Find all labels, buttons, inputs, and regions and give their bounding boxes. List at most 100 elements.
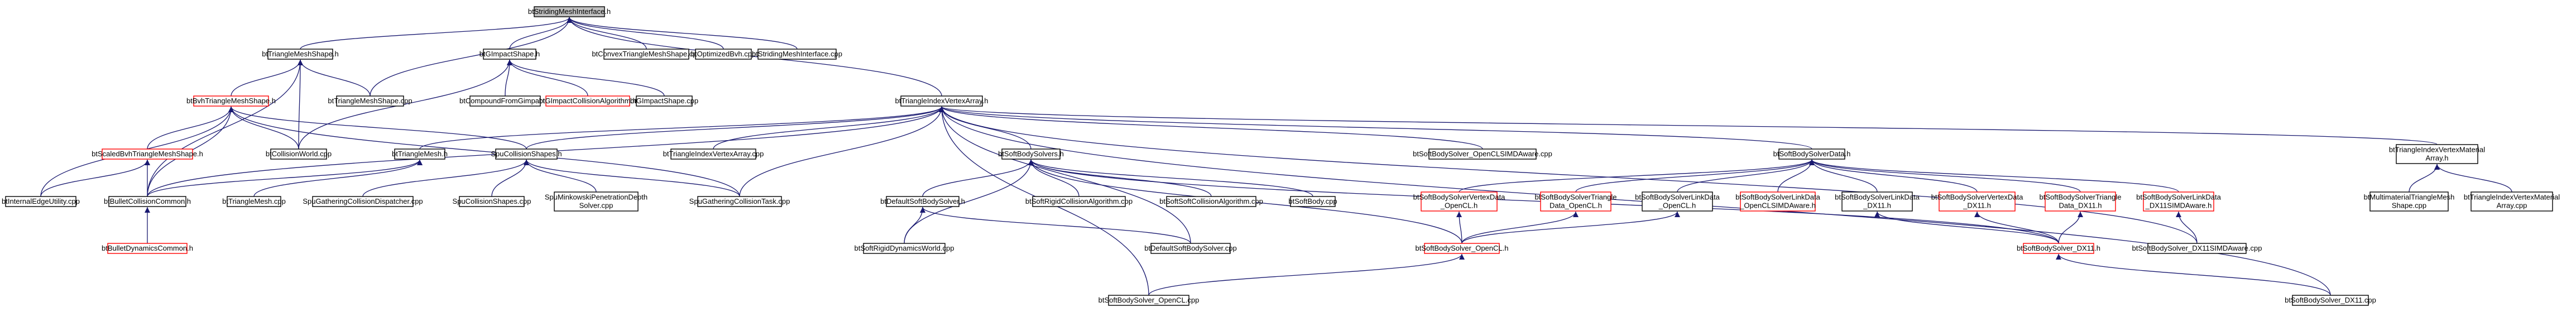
- node-label: SpuGatheringCollisionTask.cpp: [689, 197, 790, 205]
- edge-bt-triangle-mesh-shape-h-to-bt-bvh-triangle-mesh-shape-h: [231, 59, 303, 97]
- node-bt-convex-triangle-mesh-shape-cpp[interactable]: btConvexTriangleMeshShape.cpp: [592, 49, 701, 60]
- node-box: [459, 196, 525, 207]
- node-box: [1778, 148, 1845, 160]
- node-box: [5, 196, 76, 207]
- node-bt-triangle-index-vertex-array-h[interactable]: btTriangleIndexVertexArray.h: [895, 95, 989, 107]
- node-bt-soft-body-solver-open-clsimdaware-cpp[interactable]: btSoftBodySolver_OpenCLSIMDAware.cpp: [1413, 148, 1552, 160]
- node-bt-bullet-dynamics-common-h[interactable]: btBulletDynamicsCommon.h: [102, 243, 193, 254]
- node-box: [670, 148, 756, 160]
- node-box: [108, 196, 186, 207]
- node-bt-soft-body-solver-link-data-open-clsimdaware-h[interactable]: btSoftBodySolverLinkData_OpenCLSIMDAware…: [1735, 191, 1821, 212]
- edge-bt-soft-body-solver-vertex-data-open-cl-h-to-bt-soft-body-solver-open-cl-h: [1456, 211, 1462, 244]
- node-bt-default-soft-body-solver-cpp[interactable]: btDefaultSoftBodySolver.cpp: [1144, 243, 1237, 254]
- node-bt-soft-soft-collision-algorithm-cpp[interactable]: btSoftSoftCollisionAlgorithm.cpp: [1159, 196, 1263, 207]
- edge-bt-soft-body-solver-link-data-dx11-h-to-bt-soft-body-solver-dx11-h: [1874, 211, 2059, 244]
- edge-bt-soft-body-solver-dx11-h-to-bt-soft-body-solver-dx11-cpp: [2056, 253, 2331, 296]
- node-bt-soft-body-solver-dx11-cpp[interactable]: btSoftBodySolver_DX11.cpp: [2285, 295, 2376, 306]
- node-label: Solver.cpp: [579, 202, 613, 210]
- nodes-layer: btStridingMeshInterface.h btTriangleMeshS…: [2, 6, 2560, 306]
- edge-bt-triangle-index-vertex-array-h-to-bt-triangle-index-vertex-array-cpp: [713, 106, 944, 150]
- node-bt-internal-edge-utility-cpp[interactable]: btInternalEdgeUtility.cpp: [2, 196, 80, 207]
- edge-bt-soft-body-solvers-h-to-bt-soft-body-cpp: [1028, 159, 1313, 197]
- node-bt-soft-body-solver-dx11-h[interactable]: btSoftBodySolver_DX11.h: [2017, 243, 2100, 254]
- node-label: btGImpactShape.h: [479, 50, 540, 58]
- node-box: [1841, 191, 1913, 212]
- node-bt-optimized-bvh-cpp[interactable]: btOptimizedBvh.cpp: [691, 49, 756, 60]
- node-bt-compound-from-gimpact-h[interactable]: btCompoundFromGimpact.h: [459, 95, 551, 107]
- node-bt-soft-body-solver-vertex-data-open-cl-h[interactable]: btSoftBodySolverVertexData_OpenCL.h: [1413, 191, 1506, 212]
- node-box: [1150, 243, 1231, 254]
- node-bt-soft-body-solver-vertex-data-dx11-h[interactable]: btSoftBodySolverVertexData_DX11.h: [1931, 191, 2024, 212]
- node-label: SpuCollisionShapes.cpp: [453, 197, 531, 205]
- node-bt-soft-body-solvers-h[interactable]: btSoftBodySolvers.h: [998, 148, 1064, 160]
- node-box: [1428, 148, 1537, 160]
- node-bt-triangle-mesh-shape-h[interactable]: btTriangleMeshShape.h: [262, 49, 339, 60]
- node-spu-collision-shapes-cpp[interactable]: SpuCollisionShapes.cpp: [453, 196, 531, 207]
- node-bt-soft-body-solver-data-h[interactable]: btSoftBodySolverData.h: [1773, 148, 1851, 160]
- node-box: [2396, 144, 2478, 164]
- node-label: btBulletDynamicsCommon.h: [102, 244, 193, 252]
- node-label: btOptimizedBvh.cpp: [691, 50, 756, 58]
- node-bt-soft-body-cpp[interactable]: btSoftBody.cpp: [1288, 196, 1337, 207]
- node-bt-triangle-mesh-shape-cpp[interactable]: btTriangleMeshShape.cpp: [328, 95, 412, 107]
- edge-bt-soft-body-solver-open-cl-h-to-bt-soft-body-solver-open-cl-cpp: [1148, 253, 1465, 296]
- node-bt-triangle-mesh-cpp[interactable]: btTriangleMesh.cpp: [222, 196, 286, 207]
- node-bt-bullet-collision-common-h[interactable]: btBulletCollisionCommon.h: [104, 196, 191, 207]
- edge-bt-triangle-mesh-shape-h-to-bt-triangle-mesh-shape-cpp: [298, 59, 371, 97]
- node-box: [695, 49, 752, 60]
- node-label: btTriangleIndexVertexMaterial: [2464, 193, 2560, 202]
- node-label: btSoftBodySolver_DX11.h: [2017, 244, 2100, 252]
- edge-bt-gimpact-shape-h-to-bt-compound-from-gimpact-h: [505, 59, 512, 97]
- node-bt-gimpact-shape-cpp[interactable]: btGImpactShape.cpp: [630, 95, 698, 107]
- node-bt-soft-body-solver-link-data-dx11-h[interactable]: btSoftBodySolverLinkData_DX11.h: [1835, 191, 1920, 212]
- node-bt-soft-body-solver-open-cl-cpp[interactable]: btSoftBodySolver_OpenCL.cpp: [1098, 295, 1200, 306]
- node-box: [312, 196, 414, 207]
- node-bt-soft-body-solver-link-data-dx11-simdaware-h[interactable]: btSoftBodySolverLinkData_DX11SIMDAware.h: [2136, 191, 2222, 212]
- node-bt-bvh-triangle-mesh-shape-h[interactable]: btBvhTriangleMeshShape.h: [186, 95, 276, 107]
- edge-bt-soft-body-solver-data-h-to-bt-soft-body-solver-vertex-data-dx11-h: [1809, 159, 1978, 193]
- node-bt-striding-mesh-interface-cpp[interactable]: btStridingMeshInterface.cpp: [752, 49, 842, 60]
- edge-bt-default-soft-body-solver-h-to-bt-soft-rigid-dynamics-world-cpp: [904, 207, 925, 244]
- node-box: [2369, 191, 2449, 212]
- node-bt-collision-world-cpp[interactable]: btCollisionWorld.cpp: [266, 148, 332, 160]
- edge-bt-triangle-index-vertex-array-h-to-bt-default-soft-body-solver-cpp: [939, 106, 1191, 244]
- node-bt-gimpact-shape-h[interactable]: btGImpactShape.h: [479, 49, 540, 60]
- node-bt-striding-mesh-interface-h[interactable]: btStridingMeshInterface.h: [528, 6, 611, 17]
- node-label: btSoftBodySolver_OpenCLSIMDAware.cpp: [1413, 150, 1552, 158]
- node-bt-soft-rigid-collision-algorithm-cpp[interactable]: btSoftRigidCollisionAlgorithm.cpp: [1025, 196, 1133, 207]
- node-bt-triangle-mesh-h[interactable]: btTriangleMesh.h: [392, 148, 448, 160]
- node-bt-scaled-bvh-triangle-mesh-shape-h[interactable]: btScaledBvhTriangleMeshShape.h: [92, 148, 203, 160]
- edge-bt-soft-body-solver-link-data-open-cl-h-to-bt-soft-body-solver-open-cl-h: [1461, 211, 1680, 244]
- node-bt-soft-body-solver-dx11-simdaware-cpp[interactable]: btSoftBodySolver_DX11SIMDAware.cpp: [2132, 243, 2262, 254]
- node-label: btSoftBodySolverVertexData: [1413, 193, 1506, 202]
- node-bt-triangle-index-vertex-array-cpp[interactable]: btTriangleIndexVertexArray.cpp: [663, 148, 764, 160]
- node-bt-soft-rigid-dynamics-world-cpp[interactable]: btSoftRigidDynamicsWorld.cpp: [855, 243, 954, 254]
- node-label: SpuCollisionShapes.h: [491, 150, 562, 158]
- edge-bt-bvh-triangle-mesh-shape-h-to-spu-collision-shapes-h: [228, 106, 527, 150]
- node-box: [2045, 191, 2116, 212]
- edge-bt-soft-body-solver-vertex-data-dx11-h-to-bt-soft-body-solver-dx11-h: [1974, 211, 2059, 244]
- node-label: btStridingMeshInterface.cpp: [752, 50, 842, 58]
- edge-bt-gimpact-shape-h-to-bt-gimpact-collision-algorithm-h: [507, 59, 588, 97]
- node-bt-soft-body-solver-open-cl-h[interactable]: btSoftBodySolver_OpenCL.h: [1416, 243, 1509, 254]
- node-spu-gathering-collision-dispatcher-cpp[interactable]: SpuGatheringCollisionDispatcher.cpp: [303, 196, 423, 207]
- node-spu-gathering-collision-task-cpp[interactable]: SpuGatheringCollisionTask.cpp: [689, 196, 790, 207]
- node-bt-gimpact-collision-algorithm-h[interactable]: btGImpactCollisionAlgorithm.h: [539, 95, 637, 107]
- node-bt-default-soft-body-solver-h[interactable]: btDefaultSoftBodySolver.h: [880, 196, 965, 207]
- node-label: btDefaultSoftBodySolver.cpp: [1144, 244, 1237, 252]
- node-box: [2023, 243, 2094, 254]
- node-label: btSoftBodySolvers.h: [998, 150, 1064, 158]
- node-spu-collision-shapes-h[interactable]: SpuCollisionShapes.h: [491, 148, 562, 160]
- edge-bt-bvh-triangle-mesh-shape-h-to-bt-collision-world-cpp: [228, 106, 299, 150]
- node-box: [2471, 191, 2553, 212]
- node-label: Data_OpenCL.h: [1550, 202, 1602, 210]
- node-bt-soft-body-solver-link-data-open-cl-h[interactable]: btSoftBodySolverLinkData_OpenCL.h: [1635, 191, 1720, 212]
- node-label: btCollisionWorld.cpp: [266, 150, 332, 158]
- node-label: btCompoundFromGimpact.h: [459, 97, 551, 105]
